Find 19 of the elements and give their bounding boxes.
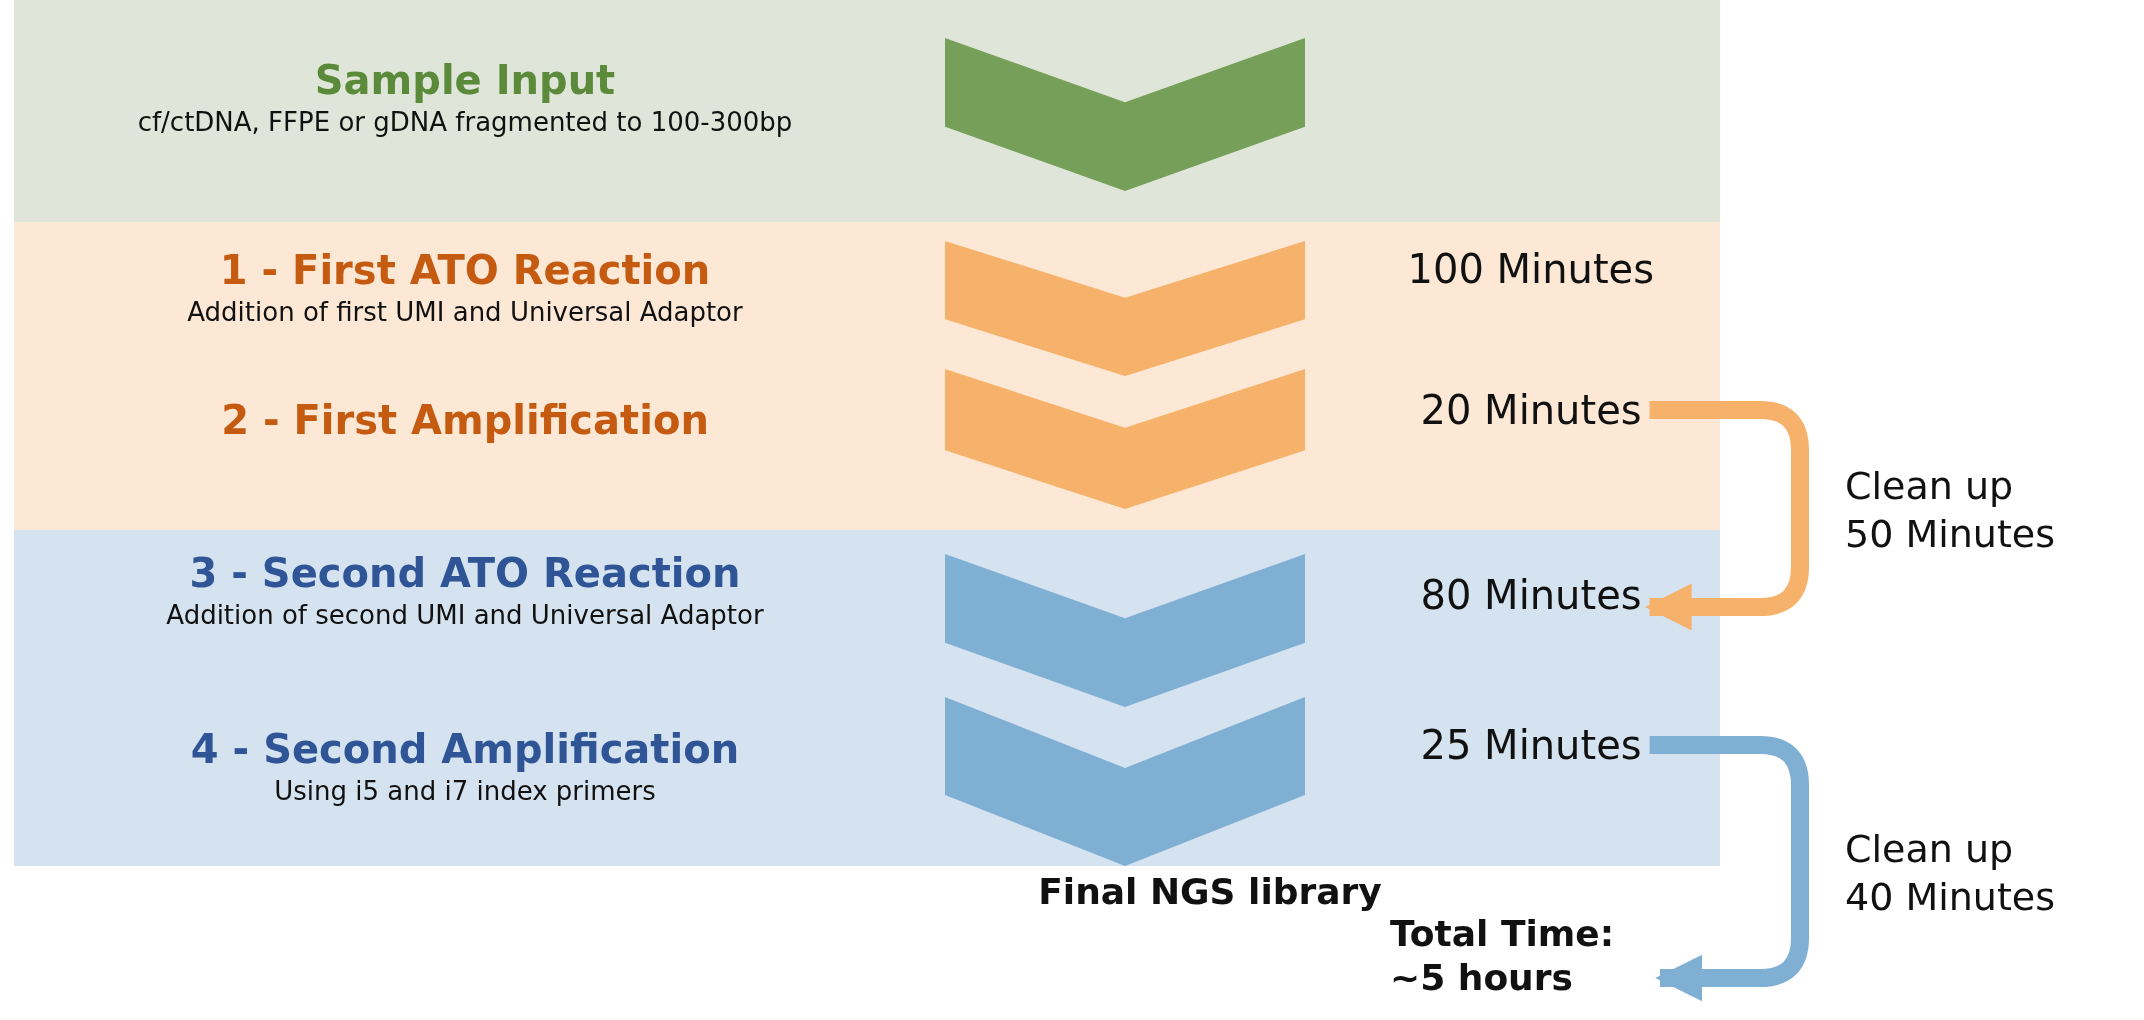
cleanup-arrow — [1644, 401, 1809, 631]
step-title: Sample Input — [313, 56, 617, 105]
duration-text: 100 Minutes — [1407, 245, 1655, 293]
step-description: Addition of second UMI and Universal Adaptor — [165, 599, 765, 632]
step-label: Final NGS library — [1037, 870, 1383, 914]
step-title: 4 - Second Amplification — [189, 725, 741, 774]
step-label: Total Time: ~5 hours — [1390, 912, 1616, 1000]
step-title: 3 - Second ATO Reaction — [188, 549, 742, 598]
cleanup-arrow — [1649, 736, 1809, 1002]
step-title: 2 - First Amplification — [220, 396, 710, 445]
duration-text: 20 Minutes — [1420, 386, 1642, 434]
edge-label: Clean up 50 Minutes — [1845, 463, 2057, 558]
duration-text: 25 Minutes — [1420, 721, 1642, 769]
step-title: 1 - First ATO Reaction — [218, 246, 712, 295]
step-description: Using i5 and i7 index primers — [273, 775, 657, 808]
edge-label: Clean up 40 Minutes — [1845, 826, 2057, 921]
step-description: cf/ctDNA, FFPE or gDNA fragmented to 100-300bp — [136, 106, 794, 139]
duration-text: 80 Minutes — [1420, 571, 1642, 619]
step-description: Addition of first UMI and Universal Adaptor — [186, 296, 744, 329]
